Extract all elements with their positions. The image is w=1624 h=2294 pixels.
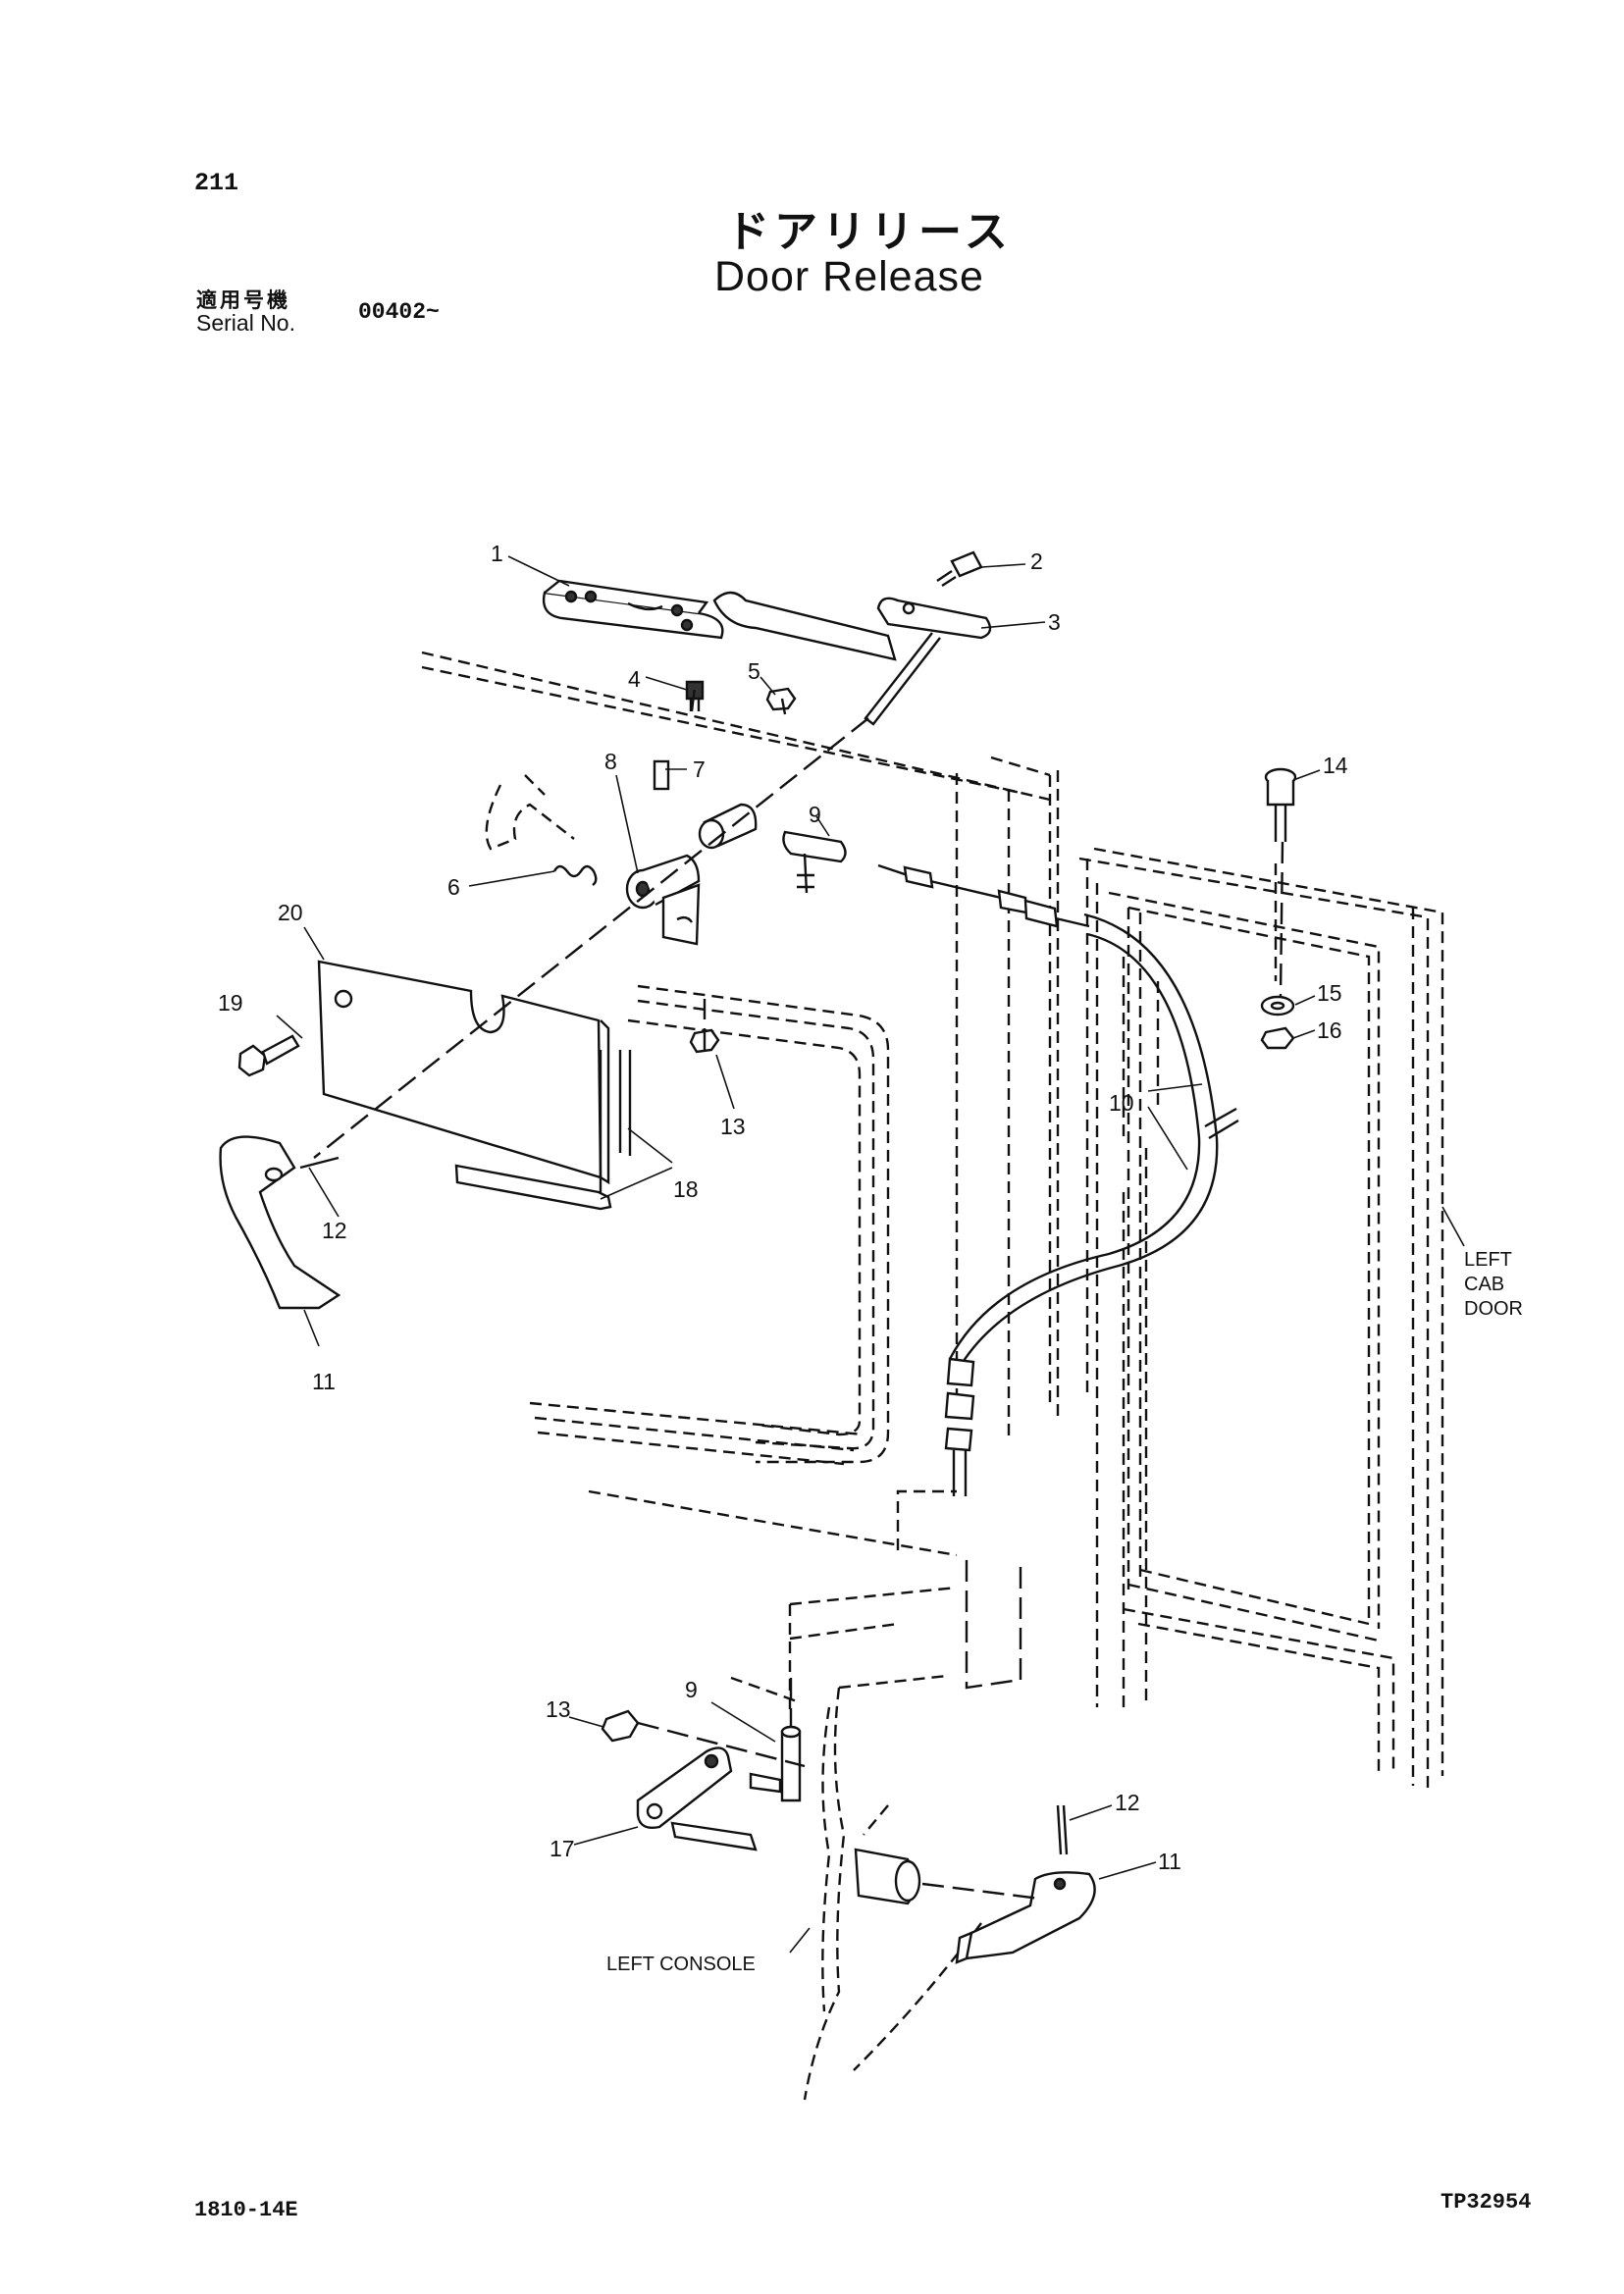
callout-12-lower: 12 — [1115, 1790, 1140, 1815]
part-1-hinge-plate — [542, 579, 897, 661]
bushing — [698, 803, 758, 850]
part-13-lower-nut — [601, 1709, 640, 1743]
callout-10: 10 — [1109, 1090, 1134, 1116]
part-15-washer — [1260, 995, 1295, 1017]
latch-outline — [485, 774, 575, 851]
label-left-cab-door-line1: LEFT — [1464, 1249, 1512, 1271]
document-code: 1810-14E — [194, 2198, 298, 2222]
label-left-console: LEFT CONSOLE — [606, 1954, 756, 1975]
callout-11-upper: 11 — [312, 1369, 336, 1394]
part-6-spring — [552, 864, 598, 886]
part-16-nut — [1260, 1026, 1295, 1050]
part-2-bolt — [936, 550, 983, 588]
callout-14: 14 — [1323, 753, 1348, 778]
part-18-rods — [454, 1050, 632, 1211]
label-left-cab-door-line2: CAB — [1464, 1274, 1504, 1295]
callout-4: 4 — [628, 666, 641, 692]
callout-6: 6 — [447, 874, 460, 900]
part-7-pin — [653, 759, 670, 791]
part-8-bracket — [625, 854, 701, 946]
serial-label-english: Serial No. — [196, 310, 295, 336]
callout-8: 8 — [604, 749, 617, 774]
part-9-lower-rod-end — [749, 1725, 802, 1802]
callout-12-upper: 12 — [322, 1218, 347, 1243]
leader-lines — [276, 555, 1465, 1954]
part-10-cable — [877, 863, 1239, 1496]
document-reference: TP32954 — [1441, 2190, 1532, 2215]
part-11-upper-handle — [219, 1135, 341, 1310]
callout-13-upper: 13 — [720, 1114, 746, 1139]
part-14-stud — [1264, 767, 1297, 842]
part-19-bolt — [237, 1034, 300, 1077]
serial-label-japanese: 適用号機 — [196, 288, 290, 312]
part-9-upper-rod-end — [782, 830, 847, 894]
part-lower-bushing — [854, 1848, 921, 1905]
callout-13-lower: 13 — [546, 1696, 571, 1722]
cab-frame-outline — [421, 651, 1160, 1712]
callout-9-lower: 9 — [685, 1677, 698, 1702]
area-labels: LEFT CAB DOOR LEFT CONSOLE — [606, 1249, 1523, 1975]
callout-16: 16 — [1317, 1017, 1342, 1043]
callout-2: 2 — [1030, 548, 1043, 574]
callout-7: 7 — [693, 756, 706, 782]
callout-9-upper: 9 — [809, 802, 821, 827]
part-3-rod — [864, 597, 992, 726]
part-12-upper-pin — [299, 1156, 340, 1170]
cab-door-outline — [1078, 847, 1444, 1791]
callout-18: 18 — [673, 1176, 699, 1202]
callout-labels: 1 2 3 4 5 6 7 8 9 10 11 11 12 12 13 13 1… — [218, 541, 1348, 1874]
part-12-lower-pin — [1056, 1804, 1069, 1855]
part-20-cover-plate — [317, 960, 610, 1185]
serial-number-value: 00402~ — [358, 299, 440, 325]
assembly-lines — [313, 686, 1284, 1901]
callout-11-lower: 11 — [1158, 1849, 1181, 1874]
part-17-lever-plate — [636, 1747, 758, 1851]
callout-5: 5 — [748, 658, 760, 684]
callout-15: 15 — [1317, 980, 1342, 1006]
part-11-lower-handle — [955, 1871, 1096, 1964]
title-japanese: ドアリリース — [726, 207, 1013, 257]
callout-17: 17 — [550, 1836, 575, 1861]
callout-1: 1 — [491, 541, 503, 566]
callout-3: 3 — [1048, 609, 1061, 635]
label-left-cab-door-line3: DOOR — [1464, 1298, 1523, 1320]
callout-20: 20 — [278, 900, 303, 925]
page-number: 211 — [194, 169, 239, 197]
title-english: Door Release — [714, 253, 984, 300]
callout-19: 19 — [218, 990, 243, 1016]
